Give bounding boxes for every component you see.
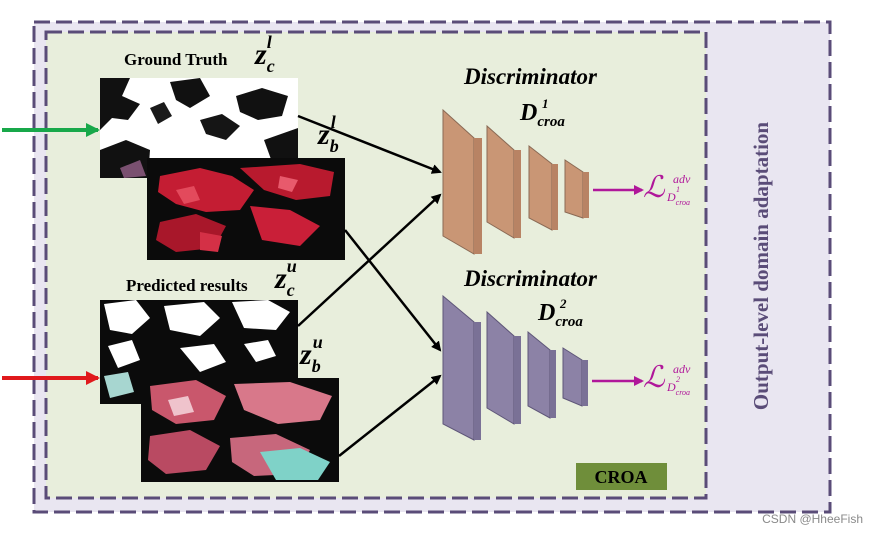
discriminator-1-title: Discriminator <box>464 64 597 90</box>
zc-l-sub: c <box>267 56 275 76</box>
ground-truth-zb-image <box>147 158 345 260</box>
d1-sup: 1 <box>542 96 549 112</box>
predicted-results-text: Predicted results <box>126 276 248 295</box>
loss-2-sub-sub: croa <box>676 388 690 397</box>
watermark: CSDN @HheeFish <box>762 512 863 526</box>
predicted-zb-image <box>141 378 339 482</box>
zb-l-sup: l <box>331 112 336 132</box>
zb-u-sup: u <box>313 332 323 352</box>
zb-u-symbol: zbu <box>300 338 331 372</box>
zc-u-symbol: zcu <box>275 262 305 296</box>
zc-u-base: z <box>275 262 287 295</box>
loss-1-sub-d: D <box>667 190 676 204</box>
loss-1-base: ℒ <box>643 171 665 204</box>
ground-truth-label: Ground Truth <box>124 50 227 70</box>
loss-2-sub-d: D <box>667 380 676 394</box>
zb-u-sub: b <box>312 356 321 376</box>
zc-l-base: z <box>255 38 267 71</box>
zb-l-symbol: zbl <box>318 118 344 152</box>
croa-badge-label: CROA <box>595 467 648 487</box>
output-level-label: Output-level domain adaptation <box>749 122 773 411</box>
zc-l-sup: l <box>267 32 272 52</box>
d2-sup: 2 <box>560 296 567 312</box>
ground-truth-text: Ground Truth <box>124 50 227 69</box>
d2-sub: croa <box>555 314 583 330</box>
zc-l-symbol: zcl <box>255 38 280 72</box>
zb-l-sub: b <box>330 136 339 156</box>
zc-u-sup: u <box>287 256 297 276</box>
loss-1-sub-sub: croa <box>676 198 690 207</box>
zb-l-base: z <box>318 118 330 151</box>
loss-2-sub-sup: 2 <box>676 375 680 384</box>
discriminator-2-title: Discriminator <box>464 266 597 292</box>
zb-u-base: z <box>300 338 312 371</box>
loss-2-base: ℒ <box>643 361 665 394</box>
d1-sub: croa <box>537 114 565 130</box>
zc-u-sub: c <box>287 280 295 300</box>
predicted-results-label: Predicted results <box>126 276 248 296</box>
loss-1-sub-sup: 1 <box>676 185 680 194</box>
d1-base: D <box>520 100 537 126</box>
d2-base: D <box>538 300 555 326</box>
